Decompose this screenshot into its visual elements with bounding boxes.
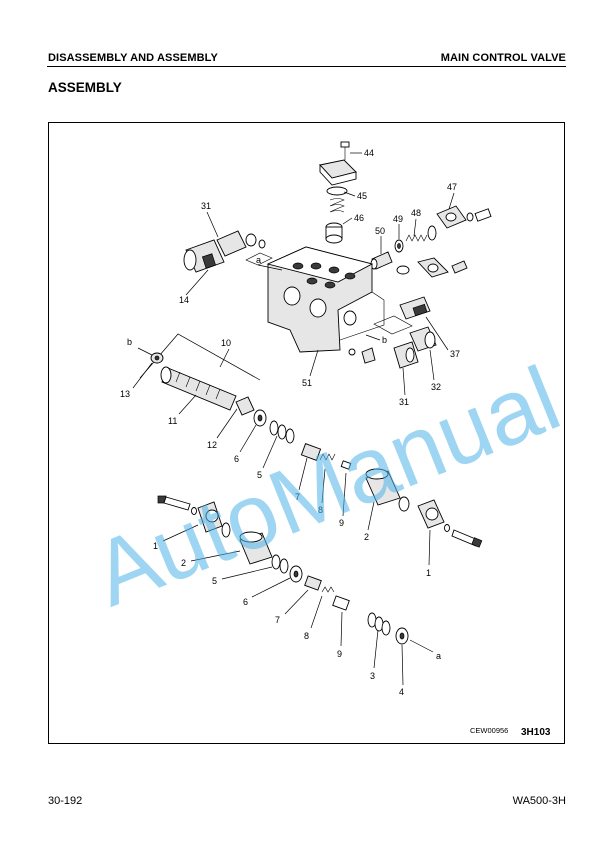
callout-1-left: 1 (153, 541, 158, 551)
cover-1-left (197, 501, 223, 533)
o-ring-middle (398, 496, 410, 512)
callout-a-lower: a (436, 651, 441, 661)
spring-8-upper (319, 453, 336, 461)
spool-10 (160, 366, 237, 411)
plug-46 (325, 222, 343, 244)
figure-code: CEW00956 (470, 726, 508, 735)
callout-10: 10 (221, 338, 231, 348)
callout-51: 51 (302, 378, 312, 388)
callout-44: 44 (364, 148, 374, 158)
stopper-9-lower (332, 595, 350, 611)
header-section-title: DISASSEMBLY AND ASSEMBLY (48, 52, 218, 64)
callout-13: 13 (120, 389, 130, 399)
spool-7-lower (304, 575, 322, 591)
bolt-left-lower (157, 495, 197, 515)
bolt-right-lower (444, 524, 483, 548)
cap-bolt-44 (319, 141, 357, 186)
spring-48 (405, 234, 428, 242)
o-ring-right (396, 265, 410, 275)
spool-group-bracket (139, 333, 261, 381)
callout-32: 32 (431, 382, 441, 392)
o-ring-45 (326, 186, 348, 196)
gasket-a (245, 252, 273, 266)
callout-3: 3 (370, 671, 375, 681)
callout-2-lower: 2 (181, 558, 186, 568)
callout-b-left: b (127, 337, 132, 347)
callout-49: 49 (393, 214, 403, 224)
page-title: ASSEMBLY (48, 80, 122, 95)
o-ring-lower (221, 522, 231, 538)
watermark: AutoManual (80, 347, 573, 626)
ring-5-lower (271, 554, 289, 574)
header-rule (47, 66, 566, 67)
callout-8-upper: 8 (318, 505, 323, 515)
ring-5-upper (269, 420, 295, 444)
relief-valve-31-lower (393, 341, 419, 369)
page-number: 30-192 (48, 795, 83, 807)
spring-3 (367, 612, 391, 636)
figure-frame (48, 122, 565, 744)
callout-7-upper: 7 (295, 492, 300, 502)
callout-6-upper: 6 (234, 454, 239, 464)
callout-46: 46 (354, 213, 364, 223)
relief-valve-31-upper (216, 230, 266, 257)
callout-5-upper: 5 (257, 470, 262, 480)
model-code: WA500-3H (512, 795, 566, 807)
spring-8-lower (321, 586, 335, 593)
bolt-47 (466, 208, 492, 222)
gasket-b (373, 315, 413, 335)
flange-47 (436, 205, 467, 229)
plug-small-right (451, 260, 468, 274)
callout-37: 37 (450, 349, 460, 359)
callout-labels: 44 45 46 47 48 49 50 31 14 37 32 31 51 b… (120, 148, 460, 697)
valve-body-51 (266, 246, 385, 353)
callout-31-lower: 31 (399, 397, 409, 407)
leader-lines (132, 152, 455, 686)
relief-valve-14 (183, 239, 225, 273)
seal-6-upper (253, 409, 267, 427)
callout-4: 4 (399, 687, 404, 697)
callout-6-lower: 6 (243, 597, 248, 607)
spool-7-upper (300, 443, 322, 461)
callout-7-lower: 7 (275, 615, 280, 625)
sleeve-2-upper (365, 468, 401, 506)
flange-cover (417, 257, 449, 278)
callout-47: 47 (447, 182, 457, 192)
cap-13 (150, 352, 164, 364)
callout-2-upper: 2 (364, 532, 369, 542)
callout-48: 48 (411, 208, 421, 218)
relief-valve-32 (409, 326, 437, 352)
callout-12: 12 (207, 440, 217, 450)
callout-45: 45 (357, 191, 367, 201)
washer-49 (394, 239, 404, 253)
callout-14: 14 (179, 295, 189, 305)
callout-11: 11 (168, 416, 177, 426)
relief-valve-37 (399, 296, 431, 320)
spring-45 (329, 198, 345, 213)
o-ring-48 (427, 225, 437, 241)
callout-5-lower: 5 (212, 576, 217, 586)
seal-6-lower (289, 565, 303, 583)
callout-1-right: 1 (426, 568, 431, 578)
callout-9-upper: 9 (339, 518, 344, 528)
cover-1-right (417, 499, 445, 529)
callout-b-right: b (382, 335, 387, 345)
plug-50 (370, 251, 393, 270)
seal-4 (395, 627, 409, 645)
callout-50: 50 (375, 226, 385, 236)
callout-31-upper: 31 (201, 201, 211, 211)
plug-12 (235, 396, 255, 416)
callout-8-lower: 8 (304, 631, 309, 641)
sleeve-2-lower (239, 531, 273, 565)
stopper-9-upper (340, 460, 352, 470)
figure-code-big: 3H103 (521, 727, 551, 738)
callout-a-upper: a (256, 255, 261, 265)
bolt-under-body (348, 347, 376, 364)
callout-9-lower: 9 (337, 649, 342, 659)
header-component-title: MAIN CONTROL VALVE (440, 52, 566, 64)
